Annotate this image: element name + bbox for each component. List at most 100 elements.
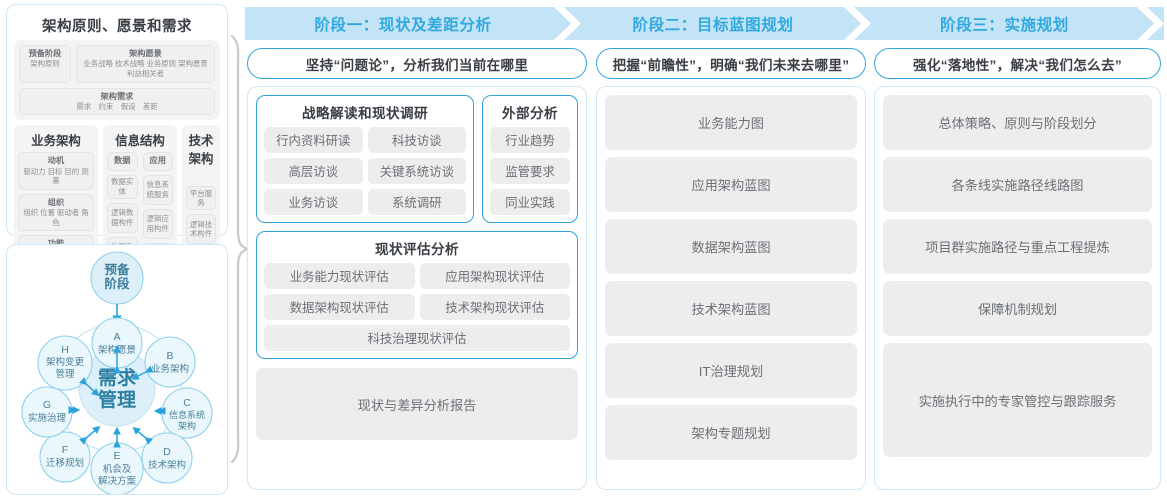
cell-logical-technology-component: 逻辑技术构件 bbox=[186, 214, 216, 245]
chip-technology-architecture-assessment[interactable]: 技术架构现状评估 bbox=[419, 294, 570, 320]
cell-information-system-service: 信息系统服务 bbox=[142, 174, 173, 205]
group-strategy-research-chips: 行内资料研读 科技访谈 高层访谈 关键系统访谈 业务访谈 系统调研 bbox=[264, 127, 466, 215]
adm-node-h bbox=[37, 335, 93, 391]
left-column: 架构原则、愿景和需求 预备阶段 架构原则 架构愿景 业务战略 技术战略 业务原则… bbox=[6, 4, 228, 495]
cell-information-system-service-label: 信息系统服务 bbox=[146, 180, 169, 199]
phase-3-body: 总体策略、原则与阶段划分 各条线实施路径线路图 项目群实施路径与重点工程提炼 保… bbox=[874, 86, 1161, 490]
cell-logical-data-component-label: 逻辑数据构件 bbox=[111, 208, 134, 227]
adm-node-b-label: 业务架构 bbox=[151, 363, 189, 375]
adm-arrow-f bbox=[79, 425, 101, 445]
adm-node-f-letter: F bbox=[62, 444, 68, 456]
adm-center-line1: 需求 bbox=[98, 366, 137, 389]
adm-node-c-label1: 信息系统 bbox=[169, 409, 205, 420]
phase-1-output-report[interactable]: 现状与差异分析报告 bbox=[256, 368, 578, 440]
cell-function-title: 功能 bbox=[21, 239, 91, 249]
cell-architecture-vision: 架构愿景 业务战略 技术战略 业务原则 架构愿景 利益相关者 bbox=[76, 45, 215, 83]
adm-node-e-label2: 解决方案 bbox=[98, 475, 137, 487]
phase-2-body: 业务能力图 应用架构蓝图 数据架构蓝图 技术架构蓝图 IT治理规划 架构专题规划 bbox=[596, 86, 866, 490]
adm-cycle-diagram: 预备 阶段 需求 管理 A 架构愿景 B 业务架构 C bbox=[21, 251, 213, 494]
adm-node-e-label1: 机会及 bbox=[103, 463, 132, 475]
phase-header-band: 阶段一：现状及差距分析 阶段二：目标蓝图规划 阶段三：实施规划 bbox=[245, 7, 1164, 40]
group-current-state-assessment: 现状评估分析 业务能力现状评估 应用架构现状评估 数据架构现状评估 技术架构现状… bbox=[256, 231, 578, 359]
chip-industry-trend[interactable]: 行业趋势 bbox=[490, 127, 570, 153]
togaf-row-1: 预备阶段 架构原则 架构愿景 业务战略 技术战略 业务原则 架构愿景 利益相关者 bbox=[19, 45, 215, 83]
cell-architecture-vision-title: 架构愿景 bbox=[129, 49, 162, 58]
phase-1-banner[interactable]: 坚持“问题论”，分析我们当前在哪里 bbox=[247, 48, 587, 79]
adm-node-c-label2: 架构 bbox=[178, 420, 196, 431]
cell-logical-application-component: 逻辑应用构件 bbox=[142, 208, 173, 239]
chip-row: 业务访谈 系统调研 bbox=[264, 189, 466, 215]
cell-preliminary-phase: 预备阶段 架构原则 bbox=[19, 45, 71, 83]
group-strategy-research-title: 战略解读和现状调研 bbox=[302, 106, 428, 121]
adm-node-c-letter: C bbox=[183, 397, 191, 409]
phase-1-body: 战略解读和现状调研 行内资料研读 科技访谈 高层访谈 关键系统访谈 业务访谈 系 bbox=[247, 86, 587, 490]
adm-node-h-letter: H bbox=[61, 344, 69, 356]
chip-regulatory-requirement[interactable]: 监管要求 bbox=[490, 158, 570, 184]
cell-data-head-title: 数据 bbox=[114, 156, 131, 166]
chip-application-architecture-assessment[interactable]: 应用架构现状评估 bbox=[419, 263, 570, 289]
cell-logical-application-component-label: 逻辑应用构件 bbox=[146, 214, 169, 233]
phase-header-1-text: 阶段一：现状及差距分析 bbox=[314, 16, 492, 34]
list-item-program-implementation-path[interactable]: 项目群实施路径与重点工程提炼 bbox=[883, 219, 1152, 274]
phase-column-1: 坚持“问题论”，分析我们当前在哪里 战略解读和现状调研 行内资料研读 科技访谈 … bbox=[247, 48, 587, 490]
cell-data-head: 数据 bbox=[107, 152, 138, 171]
cell-organization-sub: 组织 位置 驱动者 角色 bbox=[23, 208, 89, 227]
cell-application-head: 应用 bbox=[142, 152, 173, 171]
chip-data-architecture-assessment[interactable]: 数据架构现状评估 bbox=[264, 294, 415, 320]
adm-center-line2: 管理 bbox=[98, 388, 136, 411]
phase-column-3: 强化“落地性”，解决“我们怎么去” 总体策略、原则与阶段划分 各条线实施路径线路… bbox=[874, 48, 1161, 490]
phase-1-top-row: 战略解读和现状调研 行内资料研读 科技访谈 高层访谈 关键系统访谈 业务访谈 系 bbox=[256, 95, 578, 223]
domain-technology-architecture-title: 技术架构 bbox=[188, 134, 214, 167]
cell-preliminary-phase-title: 预备阶段 bbox=[28, 49, 62, 58]
chip-internal-material-study[interactable]: 行内资料研读 bbox=[264, 127, 363, 153]
phase-column-2: 把握“前瞻性”，明确“我们未来去哪里” 业务能力图 应用架构蓝图 数据架构蓝图 … bbox=[596, 48, 866, 490]
group-external-analysis-title: 外部分析 bbox=[502, 106, 558, 121]
cell-application-head-title: 应用 bbox=[149, 156, 166, 166]
togaf-title: 架构原则、愿景和需求 bbox=[42, 19, 192, 35]
cell-platform-service-label: 平台服务 bbox=[189, 188, 213, 208]
adm-arrow-d bbox=[132, 426, 153, 445]
chip-technology-governance-assessment[interactable]: 科技治理现状评估 bbox=[264, 325, 570, 351]
chip-technology-interview[interactable]: 科技访谈 bbox=[367, 127, 466, 153]
list-item-business-capability-map[interactable]: 业务能力图 bbox=[605, 95, 857, 150]
list-item-expert-control-tracking-service[interactable]: 实施执行中的专家管控与跟踪服务 bbox=[883, 343, 1152, 457]
adm-node-g-letter: G bbox=[43, 399, 51, 411]
adm-node-h-label1: 架构变更 bbox=[46, 356, 85, 368]
phase-3-banner[interactable]: 强化“落地性”，解决“我们怎么去” bbox=[874, 48, 1161, 79]
cell-organization: 组织 组织 位置 驱动者 角色 bbox=[18, 193, 94, 232]
phase-header-2-text: 阶段二：目标蓝图规划 bbox=[632, 16, 794, 34]
group-external-analysis-chips: 行业趋势 监管要求 同业实践 bbox=[490, 127, 570, 215]
cell-logical-data-component: 逻辑数据构件 bbox=[107, 202, 138, 233]
list-item-overall-strategy-principles-phases[interactable]: 总体策略、原则与阶段划分 bbox=[883, 95, 1152, 150]
cell-motivation-sub: 驱动力 目标 目的 测量 bbox=[23, 166, 89, 186]
adm-node-d-label: 技术架构 bbox=[148, 459, 186, 471]
adm-arrow-h bbox=[79, 377, 100, 397]
chip-executive-interview[interactable]: 高层访谈 bbox=[264, 158, 363, 184]
list-item-technology-architecture-blueprint[interactable]: 技术架构蓝图 bbox=[605, 281, 857, 336]
phase-1-banner-text: 坚持“问题论”，分析我们当前在哪里 bbox=[305, 57, 529, 73]
chip-business-capability-assessment[interactable]: 业务能力现状评估 bbox=[264, 263, 415, 289]
adm-preliminary-line1: 预备 bbox=[104, 262, 130, 277]
list-item-it-governance-plan[interactable]: IT治理规划 bbox=[605, 343, 857, 398]
chip-row: 行内资料研读 科技访谈 bbox=[264, 127, 466, 153]
chip-key-system-interview[interactable]: 关键系统访谈 bbox=[367, 158, 466, 184]
list-item-line-implementation-roadmap[interactable]: 各条线实施路径线路图 bbox=[883, 157, 1152, 212]
phase-header-2: 阶段二：目标蓝图规划 bbox=[575, 7, 851, 40]
group-external-analysis: 外部分析 行业趋势 监管要求 同业实践 bbox=[482, 95, 578, 223]
cell-data-entity: 数据实体 bbox=[107, 174, 138, 199]
adm-node-g bbox=[21, 386, 73, 438]
phase-header-3: 阶段三：实施规划 bbox=[865, 7, 1144, 40]
chip-system-survey[interactable]: 系统调研 bbox=[367, 189, 466, 215]
list-item-data-architecture-blueprint[interactable]: 数据架构蓝图 bbox=[605, 219, 857, 274]
list-item-architecture-topic-plan[interactable]: 架构专题规划 bbox=[605, 405, 857, 460]
chip-peer-practice[interactable]: 同业实践 bbox=[490, 189, 570, 215]
cell-architecture-vision-sub: 业务战略 技术战略 业务原则 架构愿景 利益相关者 bbox=[83, 59, 208, 78]
chip-business-interview[interactable]: 业务访谈 bbox=[264, 189, 363, 215]
phase-2-banner[interactable]: 把握“前瞻性”，明确“我们未来去哪里” bbox=[596, 48, 866, 79]
list-item-application-architecture-blueprint[interactable]: 应用架构蓝图 bbox=[605, 157, 857, 212]
adm-node-b-letter: B bbox=[166, 350, 173, 362]
list-item-assurance-mechanism-plan[interactable]: 保障机制规划 bbox=[883, 281, 1152, 336]
adm-cycle-panel: 预备 阶段 需求 管理 A 架构愿景 B 业务架构 C bbox=[6, 244, 228, 495]
phase-band-shape bbox=[245, 7, 1164, 40]
